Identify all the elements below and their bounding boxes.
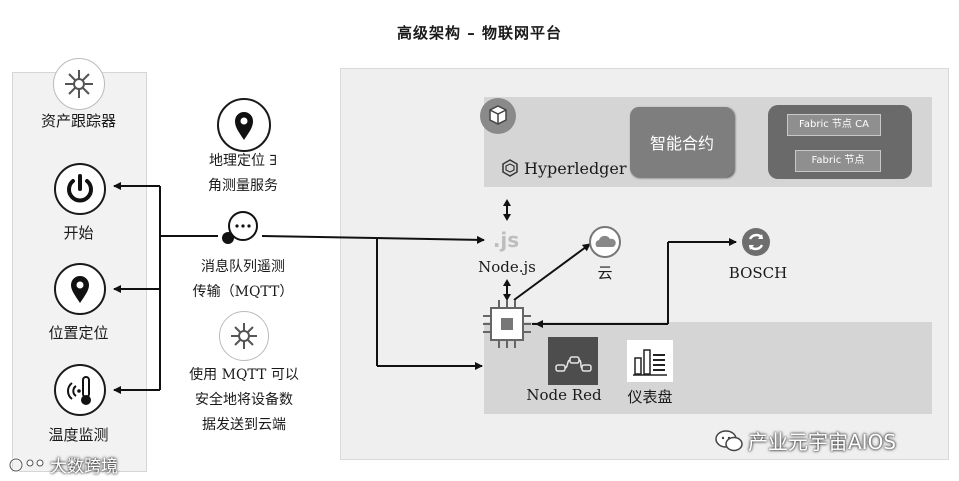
nodejs-label: Node.js: [478, 258, 536, 276]
left-watermark: 大数跨境: [8, 452, 118, 477]
smart-contract-box[interactable]: 智能合约: [630, 107, 734, 177]
fabric-ca-node[interactable]: Fabric 节点 CA: [787, 114, 881, 136]
start-label: 开始: [63, 224, 94, 242]
sparkle-icon: [65, 70, 93, 98]
secure-data-icon: [219, 311, 269, 361]
node-red-icon: [548, 337, 598, 385]
dashboard-icon: [627, 340, 673, 382]
hyperledger-icon: [502, 159, 518, 177]
start-button[interactable]: [54, 163, 106, 215]
node-red-label: Node Red: [526, 386, 602, 404]
chat-bubble-icon: [222, 211, 258, 244]
location-pin-icon: [235, 112, 253, 140]
mqtt-line1: 消息队列遥测: [201, 259, 285, 275]
secure-line1: 使用 MQTT 可以: [189, 367, 299, 383]
diagram-title: 高级架构 – 物联网平台: [397, 24, 562, 42]
hyperledger-logo: Hyperledger: [500, 158, 627, 178]
bosch-icon: [742, 228, 770, 256]
nodejs-icon: .js: [492, 228, 520, 252]
geo-service-label: 地理定位 ∃ 角测量服务: [175, 149, 311, 199]
secure-line3: 据发送到云端: [202, 417, 286, 433]
geo-service-icon: [217, 98, 271, 152]
location-label: 位置定位: [48, 324, 109, 342]
location-pin-icon: [71, 276, 89, 303]
dashboard-label: 仪表盘: [627, 388, 673, 406]
wechat-icon: [715, 429, 743, 451]
geo-service-line2: 角测量服务: [208, 178, 278, 194]
thermometer-signal-icon: [67, 376, 91, 405]
mqtt-label: 消息队列遥测 传输（MQTT）: [170, 255, 316, 305]
bosch-node: [740, 226, 772, 258]
cloud-label: 云: [597, 264, 613, 282]
secure-line2: 安全地将设备数: [195, 392, 293, 408]
blockchain-cube-icon: [478, 96, 518, 136]
wechat-watermark: 产业元宇宙AIOS: [714, 426, 896, 455]
watermark-left: 大数跨境: [50, 457, 118, 477]
temperature-button[interactable]: [54, 364, 106, 416]
cloud-icon: [589, 226, 621, 258]
bosch-label: BOSCH: [728, 264, 788, 282]
logo-icon: [8, 457, 44, 472]
mqtt-icon: [218, 208, 262, 252]
watermark-right: 产业元宇宙AIOS: [748, 430, 897, 454]
asset-tracker-icon: [53, 58, 105, 110]
mqtt-line2: 传输（MQTT）: [192, 284, 294, 300]
fabric-node[interactable]: Fabric 节点: [795, 150, 881, 172]
chip-icon: [481, 298, 533, 350]
hyperledger-label: Hyperledger: [524, 158, 627, 178]
power-icon: [67, 174, 93, 203]
sparkle-icon: [231, 323, 257, 349]
secure-data-label: 使用 MQTT 可以 安全地将设备数 据发送到云端: [166, 363, 322, 438]
cloud-node: [588, 225, 622, 259]
location-button[interactable]: [54, 263, 106, 315]
geo-service-line1: 地理定位 ∃: [208, 153, 278, 169]
asset-tracker-label: 资产跟踪器: [40, 112, 116, 130]
temperature-label: 温度监测: [48, 426, 109, 444]
